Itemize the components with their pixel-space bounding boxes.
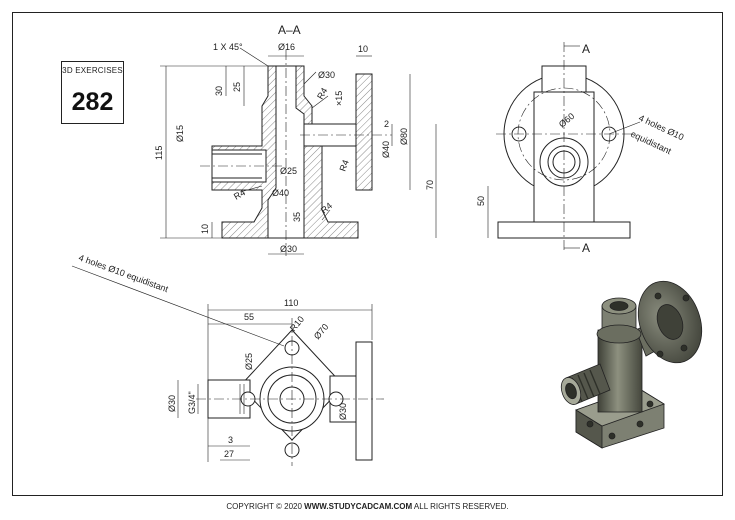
dim-r4-a: R4 (315, 86, 329, 101)
dim-d25-top: Ø25 (244, 353, 254, 370)
footer-suffix: ALL RIGHTS RESERVED. (412, 502, 509, 511)
dim-h70: 70 (425, 180, 435, 190)
dim-w55: 55 (244, 312, 254, 322)
dim-d30-right: Ø30 (338, 403, 348, 420)
dim-g34: G3/4" (187, 391, 197, 414)
dim-r4-b: R4 (337, 158, 350, 172)
section-view-a-a (160, 47, 437, 256)
isometric-render (560, 280, 703, 449)
dim-d15-right: ×15 (334, 91, 344, 106)
dim-w110: 110 (284, 298, 298, 308)
dim-d30-bottom: Ø30 (280, 244, 297, 254)
exercise-badge: 3D EXERCISES 282 (61, 61, 124, 124)
dim-d25: Ø25 (280, 166, 297, 176)
section-marker-top: A (582, 42, 590, 56)
dim-d30-top-view: Ø30 (167, 395, 177, 412)
dim-w2: 2 (384, 119, 389, 129)
copyright-footer: COPYRIGHT © 2020 WWW.STUDYCADCAM.COM ALL… (0, 502, 735, 511)
dim-h115: 115 (154, 146, 164, 160)
dim-d70: Ø70 (312, 322, 331, 341)
dim-r4-c: R4 (232, 187, 247, 201)
section-title: A–A (278, 23, 301, 37)
dim-h25: 25 (232, 82, 242, 92)
dim-h30: 30 (214, 86, 224, 96)
bore-horizontal (303, 123, 357, 147)
dim-d30-top: Ø30 (318, 70, 335, 80)
dim-r10: R10 (288, 314, 306, 333)
side-view (487, 42, 641, 250)
dim-d40-right: Ø40 (381, 141, 391, 158)
dim-w3: 3 (228, 435, 233, 445)
section-view-dimension-text: A–A 1 X 45° Ø16 10 Ø30 R4 ×15 30 25 Ø15 … (154, 23, 435, 254)
dim-d80: Ø80 (399, 128, 409, 145)
footer-site-link[interactable]: WWW.STUDYCADCAM.COM (304, 502, 413, 511)
top-view (71, 265, 384, 466)
drawing-border (12, 12, 723, 496)
dim-d15-left: Ø15 (175, 125, 185, 142)
footer-prefix: COPYRIGHT © 2020 (226, 502, 305, 511)
dim-d40: Ø40 (272, 188, 289, 198)
badge-label: 3D EXERCISES (62, 66, 123, 75)
dim-h35: 35 (292, 212, 302, 222)
dim-w27: 27 (224, 449, 234, 459)
dim-d16: Ø16 (278, 42, 295, 52)
dim-h10: 10 (200, 224, 210, 234)
dim-chamfer: 1 X 45° (213, 42, 243, 52)
dim-h50: 50 (476, 196, 486, 206)
top-flange (355, 341, 373, 461)
exercise-number: 282 (71, 88, 114, 116)
dim-w10: 10 (358, 44, 368, 54)
section-marker-bottom: A (582, 241, 590, 255)
